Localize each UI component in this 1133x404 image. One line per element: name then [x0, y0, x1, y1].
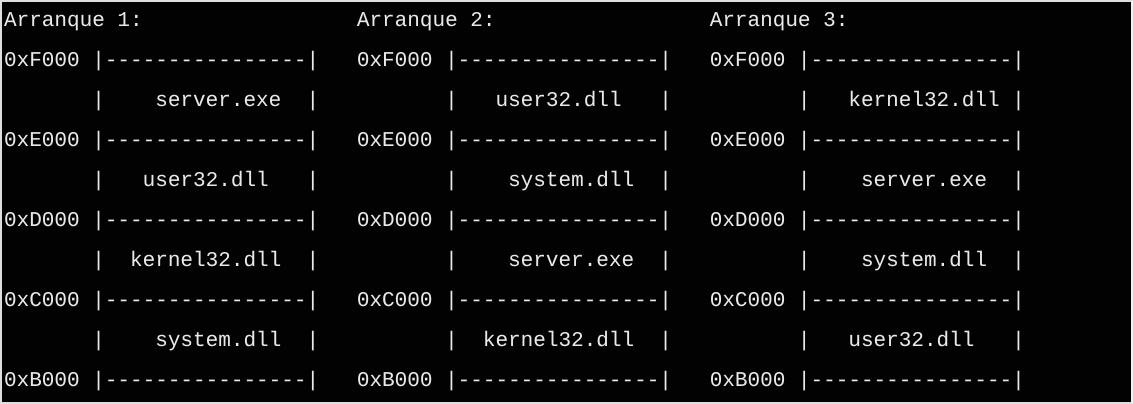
terminal-line-addr-0xC000: 0xC000 |----------------| 0xC000 |------…	[4, 290, 1025, 313]
terminal-line-addr-0xD000: 0xD000 |----------------| 0xD000 |------…	[4, 210, 1025, 233]
terminal-line-modules-row-3: | kernel32.dll | | server.exe | | system…	[4, 250, 1025, 273]
terminal-line-modules-row-4: | system.dll | | kernel32.dll | | user32…	[4, 330, 1025, 353]
terminal-line-titles: Arranque 1: Arranque 2: Arranque 3:	[4, 10, 849, 33]
terminal-line-addr-0xE000: 0xE000 |----------------| 0xE000 |------…	[4, 130, 1025, 153]
terminal-line-modules-row-2: | user32.dll | | system.dll | | server.e…	[4, 170, 1025, 193]
terminal-line-addr-0xF000: 0xF000 |----------------| 0xF000 |------…	[4, 50, 1025, 73]
terminal-line-addr-0xB000: 0xB000 |----------------| 0xB000 |------…	[4, 370, 1025, 393]
terminal-line-modules-row-1: | server.exe | | user32.dll | | kernel32…	[4, 90, 1025, 113]
